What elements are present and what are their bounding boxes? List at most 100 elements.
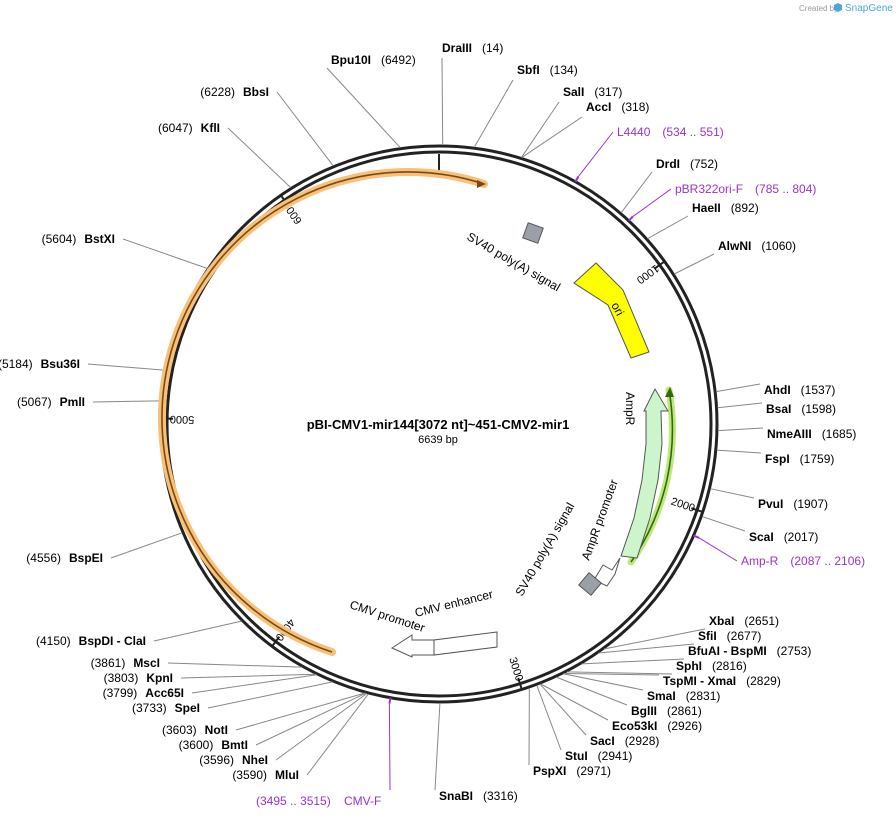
site-pmli[interactable]: PmlI(5067) xyxy=(17,395,161,409)
site-position: (2651) xyxy=(744,614,779,628)
site-nhei[interactable]: NheI(3596) xyxy=(199,693,368,767)
site-smai[interactable]: SmaI(2831) xyxy=(563,673,720,703)
primer-amp-r[interactable]: Amp-R(2087 .. 2106) xyxy=(693,534,865,568)
site-saci[interactable]: SacI (2928) xyxy=(539,683,660,748)
tick-mark xyxy=(271,636,281,647)
ori-feature: ori xyxy=(573,262,650,359)
site-name: SphI xyxy=(676,659,702,673)
site-position: (752) xyxy=(690,157,718,171)
primer-l4440[interactable]: L4440 (534 .. 551) xyxy=(574,125,724,183)
site-drdi[interactable]: DrdI(752) xyxy=(620,157,718,214)
site-position: (3733) xyxy=(132,701,167,715)
site-scai[interactable]: ScaI(2017) xyxy=(702,516,818,544)
site-position: (1759) xyxy=(800,452,835,466)
primer-name: CMV-F xyxy=(344,794,381,808)
site-msci[interactable]: MscI(3861) xyxy=(91,656,303,670)
site-name: SpeI xyxy=(175,701,200,715)
sv40-polya-label-lower: SV40 poly(A) signal xyxy=(512,500,577,598)
primer-name: Amp-R xyxy=(741,554,779,568)
site-name: BglII xyxy=(631,704,657,718)
tick-label: 5000 xyxy=(170,413,195,425)
ampr-promoter-label: AmpR promoter xyxy=(579,478,621,562)
site-fspi[interactable]: FspI (1759) xyxy=(716,449,835,466)
site-alwni[interactable]: AlwNI(1060) xyxy=(674,239,796,275)
site-tspmi-xmai[interactable]: TspMI - XmaI(2829) xyxy=(563,672,781,688)
site-noti[interactable]: NotI(3603) xyxy=(162,692,366,737)
site-nmeaiii[interactable]: NmeAIII(1685) xyxy=(717,427,856,441)
site-stui[interactable]: StuI (2941) xyxy=(536,685,633,763)
site-bsai[interactable]: BsaI(1598) xyxy=(717,402,837,416)
site-name: SacI xyxy=(590,734,615,748)
site-pvui[interactable]: PvuI(1907) xyxy=(710,488,828,511)
site-position: (14) xyxy=(482,41,503,55)
site-xbai[interactable]: XbaI(2651) xyxy=(603,614,779,650)
site-name: HaeII xyxy=(692,201,721,215)
site-position: (2861) xyxy=(667,704,702,718)
primer-pbr322ori-f[interactable]: pBR322ori-F(785 .. 804) xyxy=(628,182,817,222)
site-bmti[interactable]: BmtI(3600) xyxy=(179,692,367,752)
site-name: BspEI xyxy=(69,551,103,565)
site-name: DraIII xyxy=(442,41,472,55)
site-haeii[interactable]: HaeII (892) xyxy=(647,201,759,240)
site-name: NmeAIII xyxy=(767,427,812,441)
site-bpu10i[interactable]: Bpu10I(6492) xyxy=(326,53,416,149)
ampr-feature: AmpR xyxy=(620,387,669,559)
site-position: (892) xyxy=(731,201,759,215)
site-name: Acc65I xyxy=(145,686,184,700)
site-bspei[interactable]: BspEI(4556) xyxy=(26,532,183,565)
site-acc65i[interactable]: Acc65I(3799) xyxy=(103,674,317,700)
site-position: (1907) xyxy=(793,497,828,511)
primer-cmv-f[interactable]: (3495 .. 3515)CMV-F xyxy=(256,697,392,808)
green-insert-arc xyxy=(627,386,676,566)
site-sphi[interactable]: SphI(2816) xyxy=(566,659,747,675)
site-position: (4150) xyxy=(36,634,71,648)
site-bsu36i[interactable]: Bsu36I (5184) xyxy=(0,357,166,371)
site-name: Bsu36I xyxy=(41,357,80,371)
site-name: NotI xyxy=(205,723,228,737)
site-kpni[interactable]: KpnI(3803) xyxy=(104,671,316,685)
plasmid-name: pBI-CMV1-mir144[3072 nt]~451-CMV2-mir1 xyxy=(307,417,570,432)
site-bglii[interactable]: BglII (2861) xyxy=(556,676,702,718)
site-name: FspI xyxy=(765,452,790,466)
orange-insert-arc xyxy=(157,167,488,656)
site-position: (2941) xyxy=(598,749,633,763)
site-draiii[interactable]: DraIII (14) xyxy=(441,41,503,146)
site-mlui[interactable]: MluI(3590) xyxy=(232,693,369,782)
site-name: StuI xyxy=(565,749,588,763)
site-kfli[interactable]: KflI(6047) xyxy=(158,121,292,189)
site-sali[interactable]: SalI(317) xyxy=(521,85,622,158)
tick-label: 1000 xyxy=(634,262,661,286)
site-name: BsaI xyxy=(766,402,791,416)
site-bfuai-bspmi[interactable]: BfuAI - BspMI(2753) xyxy=(581,644,812,665)
credit-text: Created by xyxy=(799,4,838,13)
site-sbfi[interactable]: SbfI(134) xyxy=(473,63,578,148)
site-bstxi[interactable]: BstXI(5604) xyxy=(42,232,208,269)
site-pspxi[interactable]: PspXI(2971) xyxy=(528,687,611,778)
primer-range: (534 .. 551) xyxy=(662,125,723,139)
site-bbsi[interactable]: BbsI (6228) xyxy=(200,85,334,167)
snapgene-brand: SnapGene xyxy=(845,3,893,14)
site-position: (5184) xyxy=(0,357,33,371)
site-spei[interactable]: SpeI (3733) xyxy=(132,681,333,715)
backbone-inner-ring xyxy=(165,150,713,698)
site-acci[interactable]: AccI (318) xyxy=(521,100,650,158)
site-position: (3600) xyxy=(179,738,214,752)
snapgene-logo-icon xyxy=(834,3,842,12)
site-name: AccI xyxy=(586,100,611,114)
site-bspdi-clai[interactable]: BspDI - ClaI(4150) xyxy=(36,620,242,648)
site-snabi[interactable]: SnaBI(3316) xyxy=(434,702,518,803)
site-ahdi[interactable]: AhdI(1537) xyxy=(716,383,835,397)
site-name: MscI xyxy=(133,656,160,670)
site-sfii[interactable]: SfiI(2677) xyxy=(598,629,761,654)
tick-mark xyxy=(517,677,523,690)
ampr-promoter-feature: AmpR promoter xyxy=(579,478,621,587)
site-position: (2971) xyxy=(576,764,611,778)
site-position: (2928) xyxy=(625,734,660,748)
site-position: (6228) xyxy=(200,85,235,99)
site-position: (318) xyxy=(621,100,649,114)
primer-name: L4440 xyxy=(617,125,651,139)
site-name: BstXI xyxy=(84,232,115,246)
site-eco53ki[interactable]: Eco53kI(2926) xyxy=(540,683,703,733)
site-name: BbsI xyxy=(243,85,269,99)
